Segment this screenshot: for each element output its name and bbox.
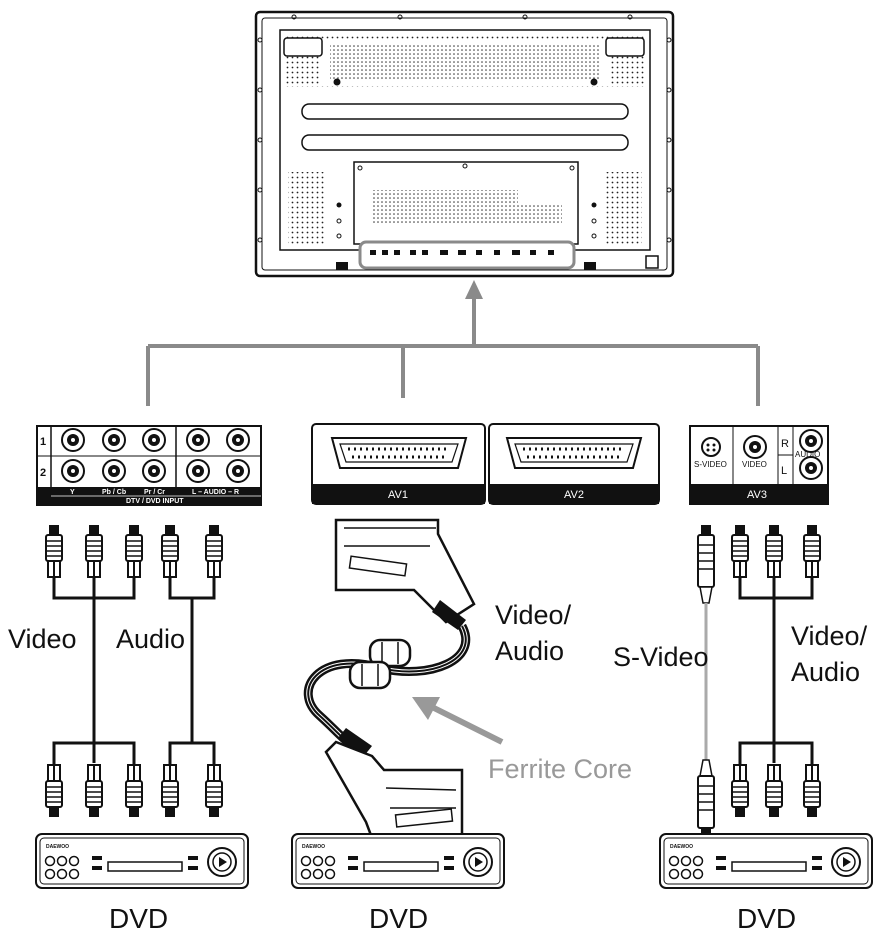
video-audio-label-line2: Audio (495, 636, 564, 666)
av2-panel: AV2 (488, 423, 660, 505)
col-pr-label: Pr / Cr (144, 489, 165, 496)
row-1-label: 1 (40, 436, 46, 448)
av1-label: AV1 (388, 489, 408, 501)
audio-label: Audio (116, 624, 185, 654)
brand-label: DAEWOO (670, 844, 693, 850)
connection-lines (146, 296, 760, 406)
row-2-label: 2 (40, 467, 46, 479)
svideo-port-label: S-VIDEO (694, 460, 727, 469)
video-audio-right-line1: Video/ (791, 621, 868, 651)
svideo-label: S-Video (613, 642, 709, 672)
dvd-player-right: DAEWOO (659, 833, 873, 889)
av1-panel: AV1 (311, 423, 486, 505)
av3-panel: S-VIDEO VIDEO R L AUDIO AV3 (689, 425, 829, 505)
video-audio-label-line1: Video/ (495, 600, 572, 630)
scart-cable (303, 518, 476, 840)
brand-label: DAEWOO (302, 844, 325, 850)
audio-port-label: AUDIO (795, 450, 820, 459)
brand-label: DAEWOO (46, 844, 69, 850)
col-pb-label: Pb / Cb (102, 489, 126, 496)
l-port-label: L (781, 465, 787, 477)
dvd-player-middle: DAEWOO (291, 833, 505, 889)
dvd-label-middle: DVD (369, 903, 428, 934)
r-port-label: R (781, 438, 789, 450)
av2-label: AV2 (564, 489, 584, 501)
video-label: Video (8, 624, 77, 654)
ferrite-core (348, 638, 412, 690)
dvd-label-right: DVD (737, 903, 796, 934)
dvd-player-left: DAEWOO (35, 833, 249, 889)
right-cables (697, 524, 821, 838)
left-cables (45, 524, 223, 818)
col-audio-label: L – AUDIO – R (192, 489, 239, 496)
video-port-label: VIDEO (742, 460, 767, 469)
ferrite-core-label: Ferrite Core (488, 754, 632, 784)
dvd-label-left: DVD (109, 903, 168, 934)
col-y-label: Y (70, 489, 75, 496)
av3-label: AV3 (747, 489, 767, 501)
up-arrow (465, 280, 483, 299)
component-input-panel: 1 2 Y Pb / Cb Pr / Cr L – AUDIO – R DTV … (36, 425, 262, 506)
panel-caption: DTV / DVD INPUT (126, 498, 184, 505)
ferrite-arrow (412, 697, 504, 745)
tv-rear-panel (254, 10, 675, 278)
video-audio-right-line2: Audio (791, 657, 860, 687)
